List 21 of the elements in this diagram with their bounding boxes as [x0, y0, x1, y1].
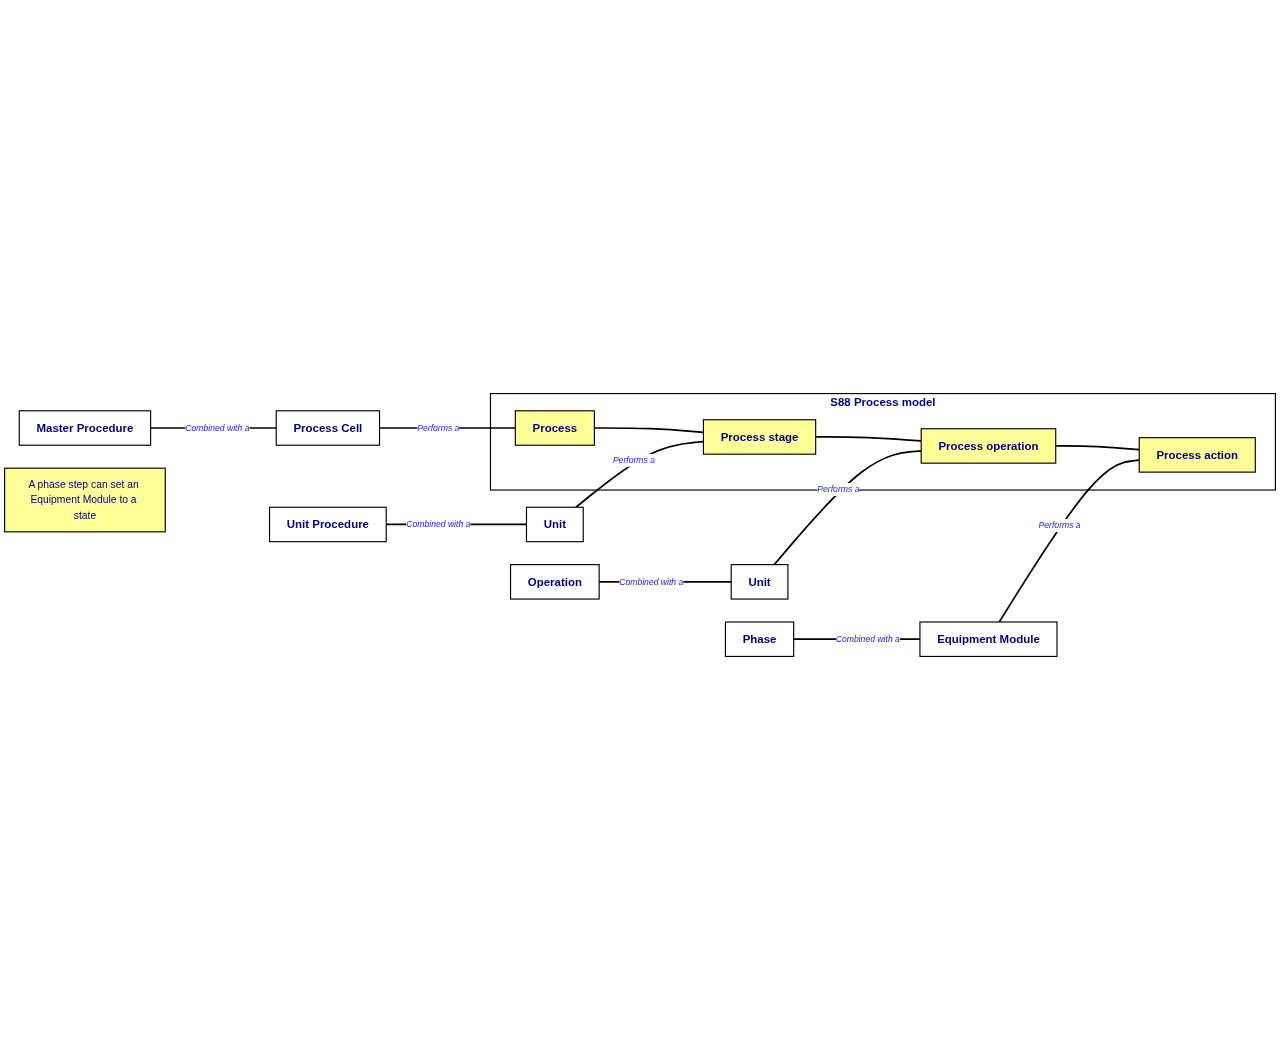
node-box: Process operation	[920, 428, 1057, 465]
node-box: Equipment Module	[919, 621, 1058, 658]
node-box: Operation	[509, 564, 600, 601]
edge-label: Performs a	[1038, 520, 1081, 531]
edge-label: Combined with a	[185, 423, 250, 433]
node-box: Process stage	[702, 419, 817, 456]
edge-label: Performs a	[817, 484, 860, 495]
edge-label: Performs a	[612, 455, 655, 466]
node-box: Unit Procedure	[268, 507, 387, 543]
node-box: Phase	[724, 621, 795, 658]
node-box: Unit	[525, 507, 584, 543]
node-box: A phase step can set an Equipment Module to a state	[4, 468, 166, 533]
edge-label: Performs a	[417, 423, 460, 433]
edge-label: Combined with a	[619, 577, 684, 587]
edge-label: Combined with a	[835, 634, 900, 645]
node-box: Process action	[1138, 437, 1256, 474]
node-box: Master Procedure	[18, 410, 152, 447]
edge-label: Combined with a	[406, 519, 471, 530]
node-box: Process	[514, 410, 595, 447]
node-box: Unit	[730, 564, 789, 601]
node-box: Process Cell	[275, 410, 381, 447]
